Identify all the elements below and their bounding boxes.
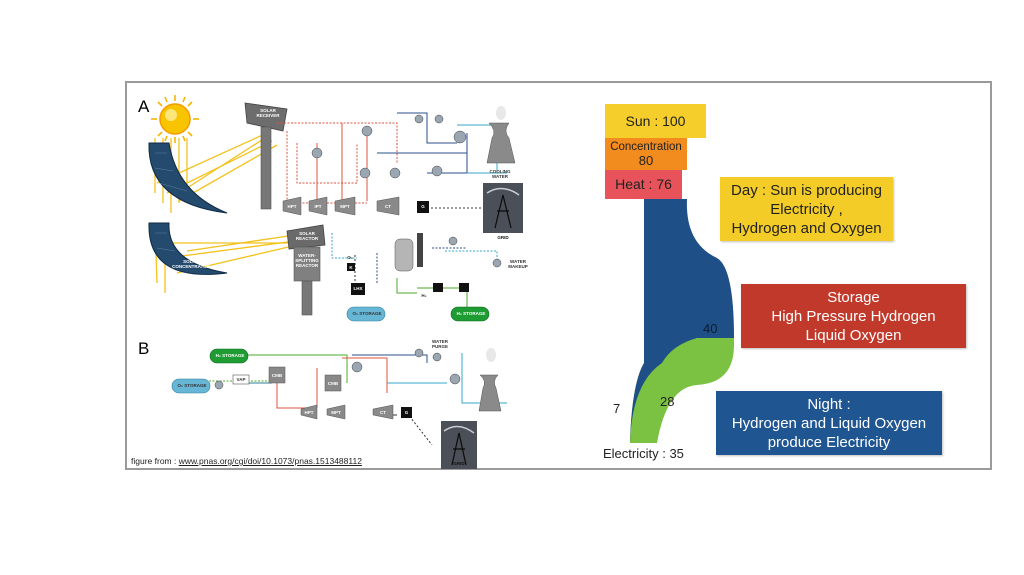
cooling-water-label: COOLING WATER xyxy=(489,169,511,179)
h2-storage-label-b: H₂ STORAGE xyxy=(215,353,245,358)
panel-b-letter: B xyxy=(138,339,150,358)
day-line-2: Electricity , xyxy=(770,200,843,218)
storage-note: Storage High Pressure Hydrogen Liquid Ox… xyxy=(741,284,966,348)
generator-label-b: G xyxy=(404,410,409,415)
concentration-label: Concentration xyxy=(610,141,682,153)
h2-label: H₂ xyxy=(421,293,427,298)
water-makeup-label: WATER MAKEUP xyxy=(508,259,528,269)
cooling-tower-a xyxy=(486,122,516,164)
caption-prefix: figure from : xyxy=(131,456,179,466)
upper-concentrator xyxy=(148,142,228,214)
storage-line-1: Storage xyxy=(827,288,880,306)
process-schematic xyxy=(148,95,523,469)
ct-label-b: CT xyxy=(380,410,386,415)
mpt-label-b: MPT xyxy=(331,410,341,415)
mpt-label: MPT xyxy=(340,204,350,209)
storage-line-2: High Pressure Hydrogen xyxy=(771,307,936,325)
caption-link[interactable]: www.pnas.org/cgi/doi/10.1073/pnas.151348… xyxy=(178,456,362,466)
water-splitting-reactor-label: WATER-SPLITTING REACTOR xyxy=(295,253,319,268)
flow-direct-value: 7 xyxy=(613,401,621,416)
solar-receiver-shape xyxy=(244,102,288,132)
solar-receiver-label: SOLAR RECEIVER xyxy=(256,108,280,118)
vap-label: VAP xyxy=(236,377,246,382)
ipt-label: IPT xyxy=(314,204,322,209)
cmb2-label: CMB xyxy=(327,381,339,386)
compressor-k-label: K xyxy=(349,265,353,270)
night-line-1: Night : xyxy=(807,395,851,413)
flow-night-28 xyxy=(630,338,734,443)
figure-caption: figure from : www.pnas.org/cgi/doi/10.10… xyxy=(131,456,362,466)
cmb1-label: CMB xyxy=(271,373,283,378)
o2-label: O₂ xyxy=(347,255,353,260)
day-line-3: Hydrogen and Oxygen xyxy=(731,219,882,237)
solar-concentrator-label: SOLAR CONCENTRATOR xyxy=(172,259,210,269)
solar-reactor-label: SOLAR REACTOR xyxy=(295,231,319,241)
lower-concentrator xyxy=(148,222,228,275)
flow-night-value: 28 xyxy=(660,394,675,409)
heat-node: Heat : 76 xyxy=(605,170,682,199)
sun-icon xyxy=(151,95,199,143)
lhx-label: LHX xyxy=(353,286,363,291)
flow-storage-value: 40 xyxy=(703,321,718,336)
day-note: Day : Sun is producing Electricity , Hyd… xyxy=(720,177,893,241)
grid-label-a: GRID xyxy=(497,235,509,240)
night-line-3: produce Electricity xyxy=(767,433,891,451)
hpt-label: HPT xyxy=(287,204,297,209)
generator-label: G xyxy=(421,204,425,209)
night-line-2: Hydrogen and Liquid Oxygen xyxy=(731,414,927,432)
concentration-node: Concentration 80 xyxy=(605,138,687,170)
water-purge-label: WATER PURGE xyxy=(431,339,448,349)
panel-a-letter: A xyxy=(138,97,150,116)
o2-storage-label: O₂ STORAGE xyxy=(352,311,382,316)
night-note: Night : Hydrogen and Liquid Oxygen produ… xyxy=(716,391,942,455)
grid-label-b: GRID xyxy=(453,461,465,466)
storage-line-3: Liquid Oxygen xyxy=(805,326,902,344)
energy-sankey xyxy=(630,199,734,443)
ct-label: CT xyxy=(385,204,391,209)
hpt-label-b: HPT xyxy=(304,410,314,415)
h2-storage-label: H₂ STORAGE xyxy=(456,311,486,316)
figure-frame: A B SOLAR RECEIVER SOLAR CONCENTRATOR SO… xyxy=(125,81,992,470)
sun-node: Sun : 100 xyxy=(605,104,706,138)
concentration-value: 80 xyxy=(638,153,654,168)
electricity-node: Electricity : 35 xyxy=(603,446,684,461)
o2-storage-label-b: O₂ STORAGE xyxy=(177,383,207,388)
day-line-1: Day : Sun is producing xyxy=(731,181,882,199)
cooling-tower-b xyxy=(478,374,502,412)
